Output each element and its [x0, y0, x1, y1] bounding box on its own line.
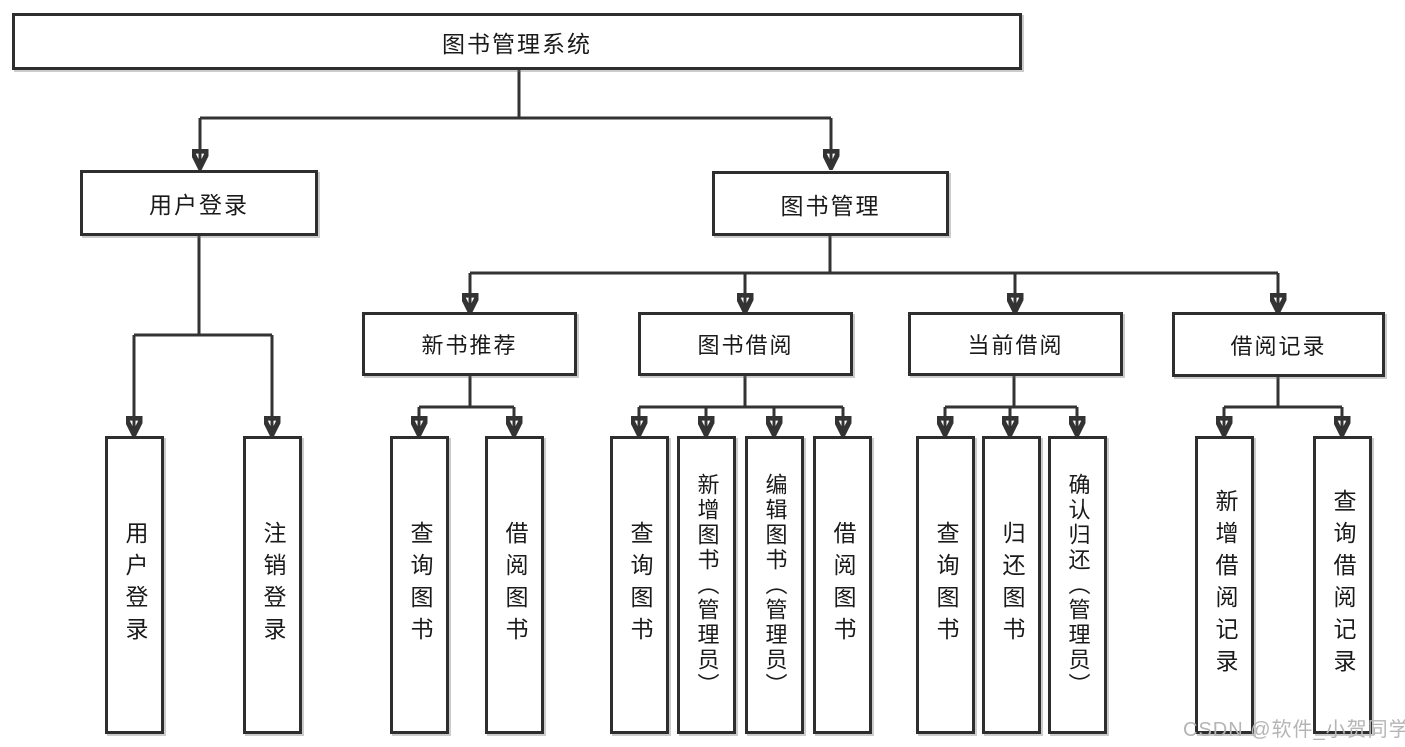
- leaf-borrow-books-recommend-label: 借阅图书: [502, 521, 528, 649]
- leaf-add-book-admin-label: 新增图书（管理员）: [694, 472, 720, 698]
- csdn-watermark: CSDN @软件_小贺同学: [1183, 719, 1405, 741]
- leaf-logout: 注销登录: [243, 436, 302, 734]
- leaf-confirm-return-admin-label: 确认归还（管理员）: [1065, 472, 1091, 698]
- leaf-query-books-recommend: 查询图书: [390, 436, 449, 734]
- node-current-borrow: 当前借阅: [908, 312, 1123, 376]
- leaf-borrow-books-recommend: 借阅图书: [485, 436, 544, 734]
- node-user-login: 用户登录: [80, 170, 318, 236]
- leaf-query-books-current: 查询图书: [916, 436, 975, 734]
- leaf-user-login: 用户登录: [105, 436, 164, 734]
- leaf-borrow-books: 借阅图书: [813, 436, 872, 734]
- leaf-edit-book-admin-label: 编辑图书（管理员）: [762, 472, 788, 698]
- leaf-return-books-label: 归还图书: [999, 521, 1025, 649]
- node-book-borrow: 图书借阅: [638, 312, 853, 376]
- leaf-return-books: 归还图书: [982, 436, 1041, 734]
- leaf-query-borrow-record-label: 查询借阅记录: [1330, 489, 1356, 681]
- leaf-add-borrow-record: 新增借阅记录: [1195, 436, 1254, 734]
- leaf-query-books-recommend-label: 查询图书: [407, 521, 433, 649]
- node-book-management: 图书管理: [712, 171, 949, 236]
- leaf-confirm-return-admin: 确认归还（管理员）: [1048, 436, 1107, 734]
- leaf-borrow-books-label: 借阅图书: [830, 521, 856, 649]
- leaf-query-books-borrow-label: 查询图书: [627, 521, 653, 649]
- node-root: 图书管理系统: [12, 13, 1022, 70]
- leaf-edit-book-admin: 编辑图书（管理员）: [745, 436, 804, 734]
- leaf-query-borrow-record: 查询借阅记录: [1313, 436, 1372, 734]
- leaf-add-borrow-record-label: 新增借阅记录: [1212, 489, 1238, 681]
- node-new-book-recommend: 新书推荐: [362, 312, 577, 376]
- leaf-add-book-admin: 新增图书（管理员）: [677, 436, 736, 734]
- leaf-logout-label: 注销登录: [260, 521, 286, 649]
- leaf-user-login-label: 用户登录: [122, 521, 148, 649]
- leaf-query-books-current-label: 查询图书: [933, 521, 959, 649]
- node-borrow-records: 借阅记录: [1172, 312, 1385, 377]
- leaf-query-books-borrow: 查询图书: [610, 436, 669, 734]
